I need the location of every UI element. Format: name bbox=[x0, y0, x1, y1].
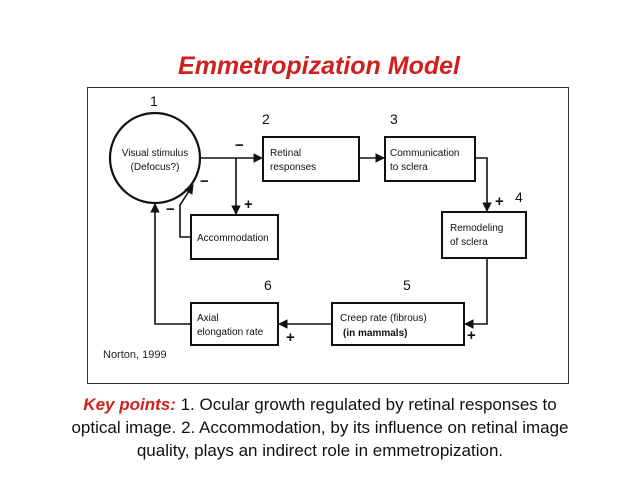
retinal-label: Retinal bbox=[270, 148, 301, 159]
accommodation-label: Accommodation bbox=[197, 233, 269, 244]
arrow-remodeling-to-creep bbox=[464, 258, 488, 329]
sign-plus-accommodation: + bbox=[244, 196, 253, 213]
node-number-2: 2 bbox=[262, 111, 270, 127]
node-number-1: 1 bbox=[150, 93, 158, 109]
node-axial-elongation: Axial elongation rate bbox=[190, 302, 279, 346]
remodeling-label: Remodeling bbox=[450, 223, 503, 234]
key-points-label: Key points: bbox=[83, 395, 176, 414]
axial-label: Axial bbox=[197, 313, 219, 324]
node-number-3: 3 bbox=[390, 111, 398, 127]
sign-minus-lower: − bbox=[166, 201, 175, 218]
remodeling-sublabel: of sclera bbox=[450, 237, 488, 248]
node-creep-rate: Creep rate (fibrous) (in mammals) bbox=[331, 302, 465, 346]
node-number-4: 4 bbox=[515, 189, 523, 205]
slide-title: Emmetropization Model bbox=[178, 52, 460, 80]
diagram-connectors bbox=[150, 153, 492, 329]
node-number-5: 5 bbox=[403, 277, 411, 293]
communication-sublabel: to sclera bbox=[390, 162, 428, 173]
arrow-communication-to-remodeling bbox=[475, 157, 492, 212]
node-accommodation: Accommodation bbox=[190, 214, 279, 260]
sign-minus-upper: − bbox=[200, 173, 209, 190]
visual-stimulus-sublabel: (Defocus?) bbox=[131, 162, 180, 173]
sign-plus-axial: + bbox=[286, 329, 295, 346]
citation: Norton, 1999 bbox=[103, 349, 167, 361]
sign-minus-retinal: − bbox=[235, 137, 244, 154]
key-points-text: 1. Ocular growth regulated by retinal re… bbox=[71, 395, 569, 460]
node-communication-to-sclera: Communication to sclera bbox=[384, 136, 476, 182]
node-visual-stimulus: Visual stimulus (Defocus?) bbox=[108, 111, 202, 205]
axial-sublabel: elongation rate bbox=[197, 327, 264, 338]
arrow-accommodation-to-stimulus bbox=[179, 184, 194, 238]
node-number-6: 6 bbox=[264, 277, 272, 293]
creep-sublabel: (in mammals) bbox=[343, 328, 407, 339]
node-retinal-responses: Retinal responses bbox=[262, 136, 360, 182]
sign-plus-remodeling: + bbox=[495, 193, 504, 210]
arrow-axial-to-stimulus bbox=[150, 203, 191, 325]
retinal-sublabel: responses bbox=[270, 162, 316, 173]
visual-stimulus-label: Visual stimulus bbox=[122, 148, 189, 159]
node-remodeling-of-sclera: Remodeling of sclera bbox=[441, 211, 527, 259]
sign-plus-creep: + bbox=[467, 327, 476, 344]
key-points: Key points: 1. Ocular growth regulated b… bbox=[62, 393, 578, 462]
communication-label: Communication bbox=[390, 148, 459, 159]
creep-label: Creep rate (fibrous) bbox=[340, 313, 427, 324]
